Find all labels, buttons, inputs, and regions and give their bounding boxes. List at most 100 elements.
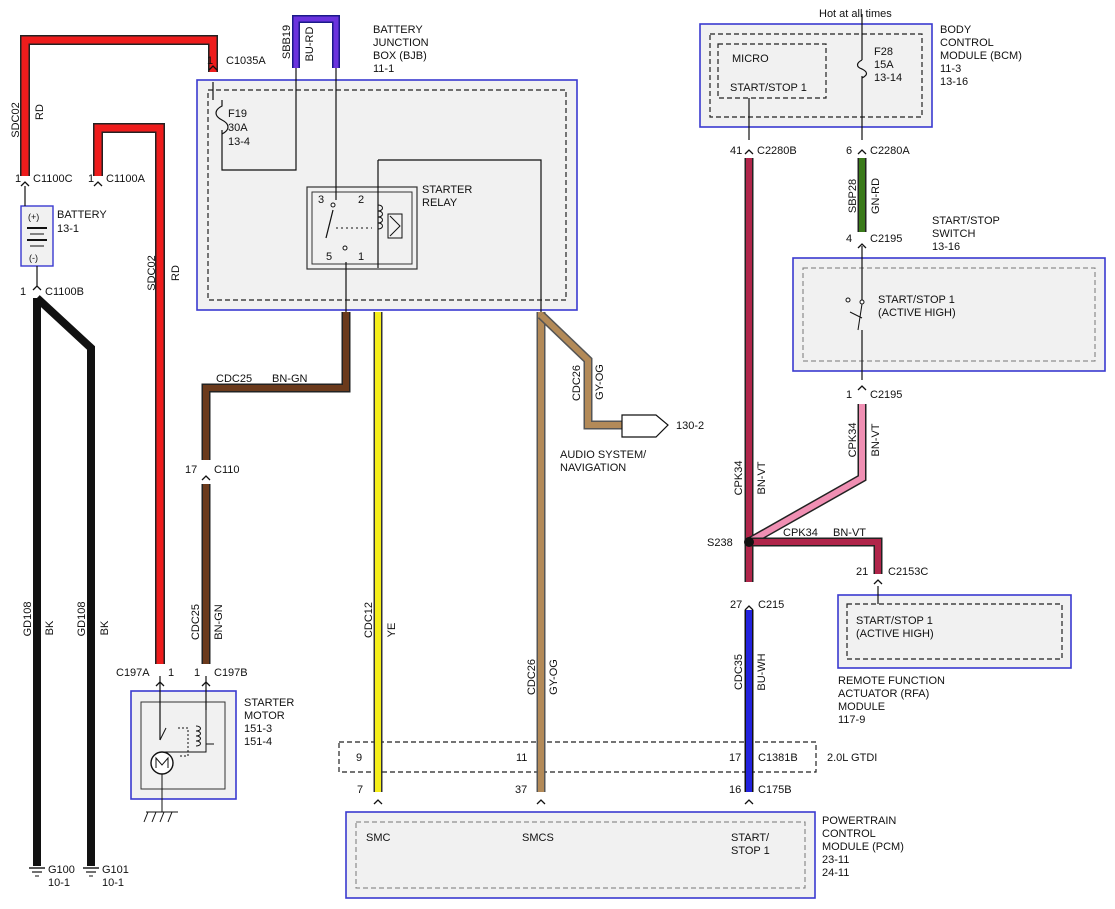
fuse-f28-ref: 13-14 bbox=[874, 72, 902, 84]
relay-pin-1: 1 bbox=[358, 251, 364, 263]
cpk34-left-color: BN-VT bbox=[756, 461, 768, 494]
c1100b-name: C1100B bbox=[45, 286, 84, 298]
rfa-ref: 117-9 bbox=[838, 714, 865, 726]
cpk34-left-circuit: CPK34 bbox=[733, 461, 745, 496]
c1035a-pin: 1 bbox=[207, 55, 213, 67]
c175b-pin-b: 37 bbox=[515, 784, 527, 796]
cdc25-low-circuit: CDC25 bbox=[190, 604, 202, 640]
pcm-pin-smcs: SMCS bbox=[522, 832, 554, 844]
battery-title: BATTERY bbox=[57, 209, 107, 221]
c215-pin: 27 bbox=[730, 599, 742, 611]
c175b-pin-c: 16 bbox=[729, 784, 741, 796]
ground-g100-icon bbox=[29, 867, 45, 877]
cdc12-circuit: CDC12 bbox=[363, 602, 375, 638]
c197a-pin: 1 bbox=[168, 667, 174, 679]
fuse-f28-name: F28 bbox=[874, 46, 893, 58]
starter-motor-icon bbox=[150, 710, 214, 812]
audio-ref: 130-2 bbox=[676, 420, 704, 432]
c1100a-name: C1100A bbox=[106, 173, 146, 185]
fuse-f19-ref: 13-4 bbox=[228, 136, 250, 148]
sdc02-top-color: RD bbox=[34, 104, 46, 120]
bcm-top-label: Hot at all times bbox=[819, 8, 892, 20]
sbp28-color: GN-RD bbox=[870, 178, 882, 214]
c2195-bot-name: C2195 bbox=[870, 389, 902, 401]
bjb-ref: 11-1 bbox=[373, 63, 394, 75]
c175b-name: C175B bbox=[758, 784, 792, 796]
c215-name: C215 bbox=[758, 599, 784, 611]
fuse-f19-icon bbox=[215, 100, 229, 135]
c2153c-name: C2153C bbox=[888, 566, 928, 578]
c2195-top-name: C2195 bbox=[870, 233, 902, 245]
g100-ref: 10-1 bbox=[48, 877, 70, 889]
sbb19-circuit: SBB19 bbox=[281, 25, 293, 59]
relay-pin-2: 2 bbox=[358, 194, 364, 206]
c2195-bot-pin: 1 bbox=[846, 389, 852, 401]
fuse-f19-rating: 30A bbox=[228, 122, 248, 134]
bcm-box bbox=[699, 23, 933, 128]
gd108-b-circuit: GD108 bbox=[76, 602, 88, 637]
battery-neg: (-) bbox=[29, 253, 38, 263]
fuse-f19-name: F19 bbox=[228, 108, 247, 120]
battery-box bbox=[20, 205, 54, 267]
connector-chevrons bbox=[20, 65, 883, 805]
cdc26-main-color: GY-OG bbox=[548, 659, 560, 695]
c2195-top-pin: 4 bbox=[846, 233, 852, 245]
cdc12-color: YE bbox=[386, 623, 398, 638]
gtdi-box bbox=[338, 741, 817, 773]
c197b-name: C197B bbox=[214, 667, 248, 679]
sbp28-circuit: SBP28 bbox=[847, 179, 859, 213]
g101-name: G101 bbox=[102, 864, 129, 876]
pcm-pin-ss: START/STOP 1 bbox=[731, 832, 770, 857]
ground-g101-icon bbox=[83, 867, 99, 877]
c1100c-name: C1100C bbox=[33, 173, 73, 185]
c2280b-pin: 41 bbox=[730, 145, 742, 157]
wire-sdc02-right bbox=[93, 123, 165, 664]
bcm-micro: MICRO bbox=[732, 53, 769, 65]
bcm-micro-pin: START/STOP 1 bbox=[730, 82, 807, 94]
audio-title: AUDIO SYSTEM/NAVIGATION bbox=[560, 449, 647, 474]
s238-name: S238 bbox=[707, 537, 733, 549]
cdc35-color: BU-WH bbox=[756, 653, 768, 690]
battery-ref: 13-1 bbox=[57, 223, 79, 235]
c1100a-pin: 1 bbox=[88, 173, 94, 185]
start-stop-switch-box bbox=[792, 257, 1106, 372]
c2280a-pin: 6 bbox=[846, 145, 852, 157]
g100-name: G100 bbox=[48, 864, 75, 876]
rfa-label: START/STOP 1(ACTIVE HIGH) bbox=[856, 615, 934, 640]
splice-s238 bbox=[744, 537, 754, 547]
wire-sdc02-top bbox=[20, 35, 218, 176]
gd108-a-circuit: GD108 bbox=[22, 602, 34, 637]
c1100c-pin: 1 bbox=[15, 173, 21, 185]
cdc26-audio-circuit: CDC26 bbox=[571, 365, 583, 401]
fuse-f28-icon bbox=[856, 59, 868, 79]
cdc26-main-circuit: CDC26 bbox=[526, 659, 538, 695]
cpk34-right-color: BN-VT bbox=[870, 423, 882, 456]
gtdi-label: 2.0L GTDI bbox=[827, 752, 877, 764]
cdc25-low-color: BN-GN bbox=[213, 604, 225, 640]
starter-ground-icon bbox=[143, 811, 178, 823]
sdc02-right-circuit: SDC02 bbox=[146, 255, 158, 290]
c1381b-pin-b: 11 bbox=[516, 752, 527, 764]
c197a-name: C197A bbox=[116, 667, 150, 679]
sbb19-color: BU-RD bbox=[304, 27, 316, 62]
battery-pos: (+) bbox=[28, 212, 39, 222]
gd108-b-color: BK bbox=[99, 620, 111, 635]
cdc25-top-color: BN-GN bbox=[272, 373, 308, 385]
ss-switch-ref: 13-16 bbox=[932, 241, 960, 253]
wire-sbb19 bbox=[292, 15, 340, 68]
g101-ref: 10-1 bbox=[102, 877, 124, 889]
ss-switch-label: START/STOP 1(ACTIVE HIGH) bbox=[878, 294, 956, 319]
c110-pin: 17 bbox=[185, 464, 197, 476]
cdc25-top-circuit: CDC25 bbox=[216, 373, 252, 385]
starter-motor-box bbox=[130, 690, 237, 800]
pcm-box bbox=[345, 811, 816, 899]
